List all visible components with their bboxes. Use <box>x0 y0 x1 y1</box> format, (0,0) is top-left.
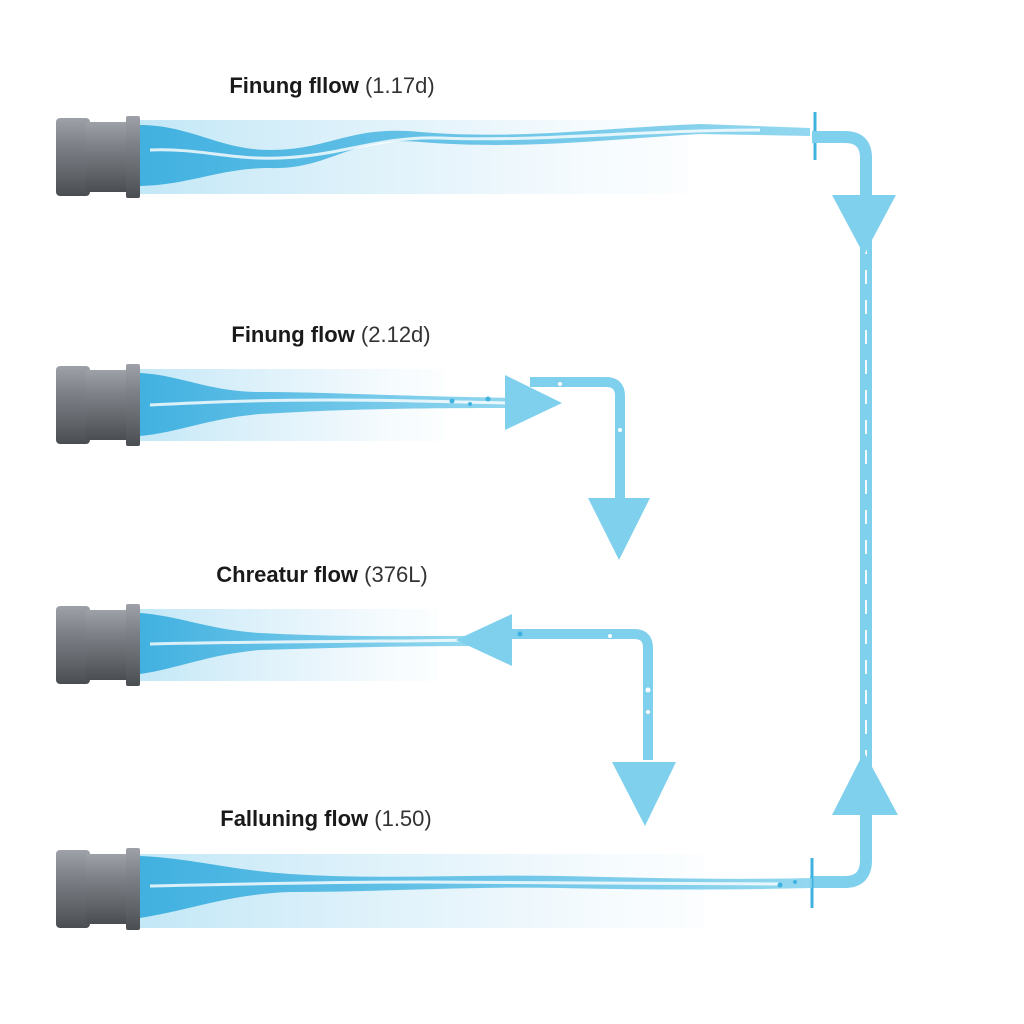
nozzle-icon <box>56 116 140 198</box>
arrow-right-icon <box>505 375 562 430</box>
flow-value: (2.12d) <box>360 322 431 347</box>
flow-value: (1.17d) <box>364 73 435 98</box>
flow-name: Finung fllow <box>229 73 359 98</box>
nozzle-icon <box>56 364 140 446</box>
water-highlight <box>149 128 761 160</box>
arrow-down-icon <box>588 498 650 560</box>
water-highlight <box>149 638 481 646</box>
water-jet <box>140 613 470 674</box>
flow-row-4 <box>56 848 812 930</box>
water-jet <box>140 373 520 436</box>
flow-name: Finung flow <box>231 322 355 347</box>
arrow-up-icon <box>832 752 898 815</box>
water-jet <box>140 856 812 918</box>
nozzle-icon <box>56 604 140 686</box>
arrow-down-icon <box>612 762 676 826</box>
flow-label-3: Chreatur flow (376L) <box>216 562 428 588</box>
water-highlight <box>149 398 511 407</box>
flow-label-4: Falluning flow (1.50) <box>220 806 431 832</box>
flow-value: (1.50) <box>374 806 432 831</box>
branch-pipe <box>500 629 653 760</box>
flow-name: Falluning flow <box>220 806 369 831</box>
branch-pipe <box>530 377 625 500</box>
flow-value: (376L) <box>364 562 428 587</box>
water-highlight <box>149 880 781 888</box>
flow-row-3 <box>56 604 676 826</box>
arrow-left-icon <box>456 614 512 666</box>
flow-label-2: Finung flow (2.12d) <box>231 322 430 348</box>
arrow-down-icon <box>832 195 896 255</box>
flow-name: Chreatur flow <box>216 562 359 587</box>
flow-label-1: Finung fllow (1.17d) <box>229 73 434 99</box>
flow-row-1 <box>56 112 817 198</box>
flow-row-2 <box>56 364 650 560</box>
return-loop <box>810 131 898 908</box>
nozzle-icon <box>56 848 140 930</box>
